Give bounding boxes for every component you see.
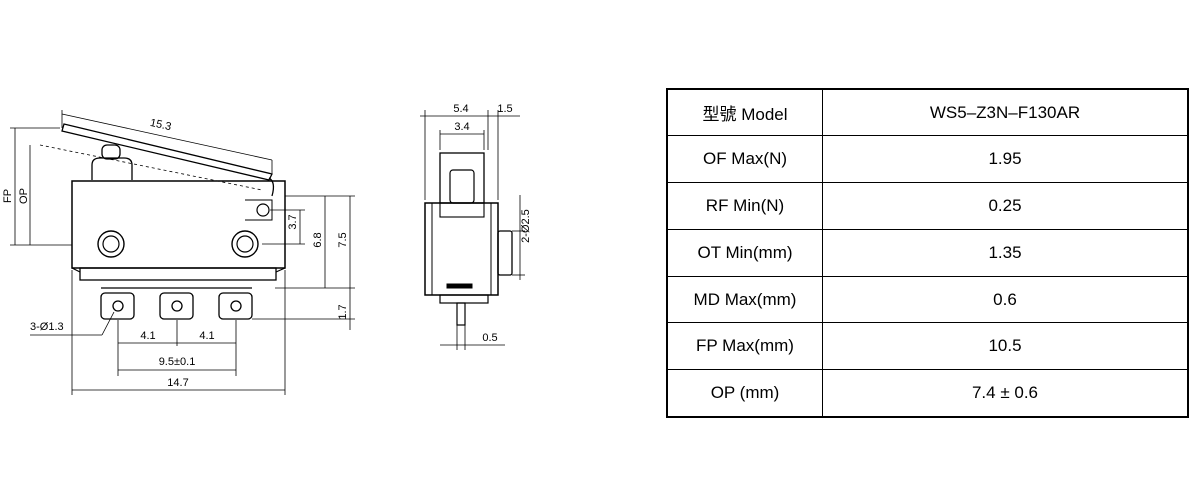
row-value: 10.5 [822, 322, 1189, 371]
front-view [10, 110, 355, 395]
table-row: MD Max(mm) 0.6 [666, 275, 1189, 324]
actuator-lever [61, 123, 273, 181]
terminals [100, 287, 253, 320]
dim-pin: 2-Ø2.5 [520, 209, 532, 243]
row-value: WS5–Z3N–F130AR [822, 88, 1189, 137]
dim-terminal-holes: 3-Ø1.3 [30, 321, 64, 333]
table-row: OF Max(N) 1.95 [666, 135, 1189, 184]
row-value: 1.35 [822, 228, 1189, 277]
mount-hole-left [97, 230, 125, 258]
dim-lever-length: 15.3 [149, 117, 172, 133]
dim-top-offset: 1.5 [497, 103, 512, 115]
dim-terminal: 1.7 [337, 304, 349, 319]
table-row: OP (mm) 7.4 ± 0.6 [666, 369, 1189, 418]
dim-hole-spacing-v: 6.8 [312, 232, 324, 247]
side-terminal [456, 302, 466, 326]
table-row: OT Min(mm) 1.35 [666, 228, 1189, 277]
dim-hole-pitch: 9.5±0.1 [159, 356, 196, 368]
spec-table: 型號 Model WS5–Z3N–F130AR OF Max(N) 1.95 R… [666, 88, 1189, 418]
row-value: 0.25 [822, 182, 1189, 230]
dim-width: 14.7 [167, 377, 188, 389]
dim-terminal-thickness: 0.5 [482, 332, 497, 344]
dim-pitch-left: 4.1 [140, 330, 155, 342]
row-label: OF Max(N) [666, 135, 823, 184]
row-value: 0.6 [822, 275, 1189, 324]
row-label: OT Min(mm) [666, 228, 823, 277]
label-fp: FP [2, 189, 14, 203]
row-value: 1.95 [822, 135, 1189, 184]
row-label: MD Max(mm) [666, 275, 823, 324]
table-row: 型號 Model WS5–Z3N–F130AR [666, 88, 1189, 137]
dim-pitch-right: 4.1 [199, 330, 214, 342]
dim-height: 7.5 [337, 232, 349, 247]
side-view [420, 110, 525, 350]
mount-hole-right [231, 230, 259, 258]
row-value: 7.4 ± 0.6 [822, 369, 1189, 418]
table-row: FP Max(mm) 10.5 [666, 322, 1189, 371]
plunger [101, 144, 121, 160]
side-plunger-housing [439, 152, 485, 204]
row-label: FP Max(mm) [666, 322, 823, 371]
row-label: 型號 Model [666, 88, 823, 137]
table-row: RF Min(N) 0.25 [666, 182, 1189, 230]
dim-top-width: 5.4 [453, 103, 468, 115]
row-label: OP (mm) [666, 369, 823, 418]
dim-inner-width: 3.4 [454, 121, 469, 133]
dim-mount-hole: 3.7 [287, 214, 299, 229]
lever-bend [268, 177, 275, 197]
label-op: OP [18, 188, 30, 204]
drawings-area: 15.3 FP OP 3.7 6.8 7.5 1.7 3-Ø1.3 4.1 4.… [2, 103, 532, 395]
row-label: RF Min(N) [666, 182, 823, 230]
side-pin [497, 230, 513, 276]
